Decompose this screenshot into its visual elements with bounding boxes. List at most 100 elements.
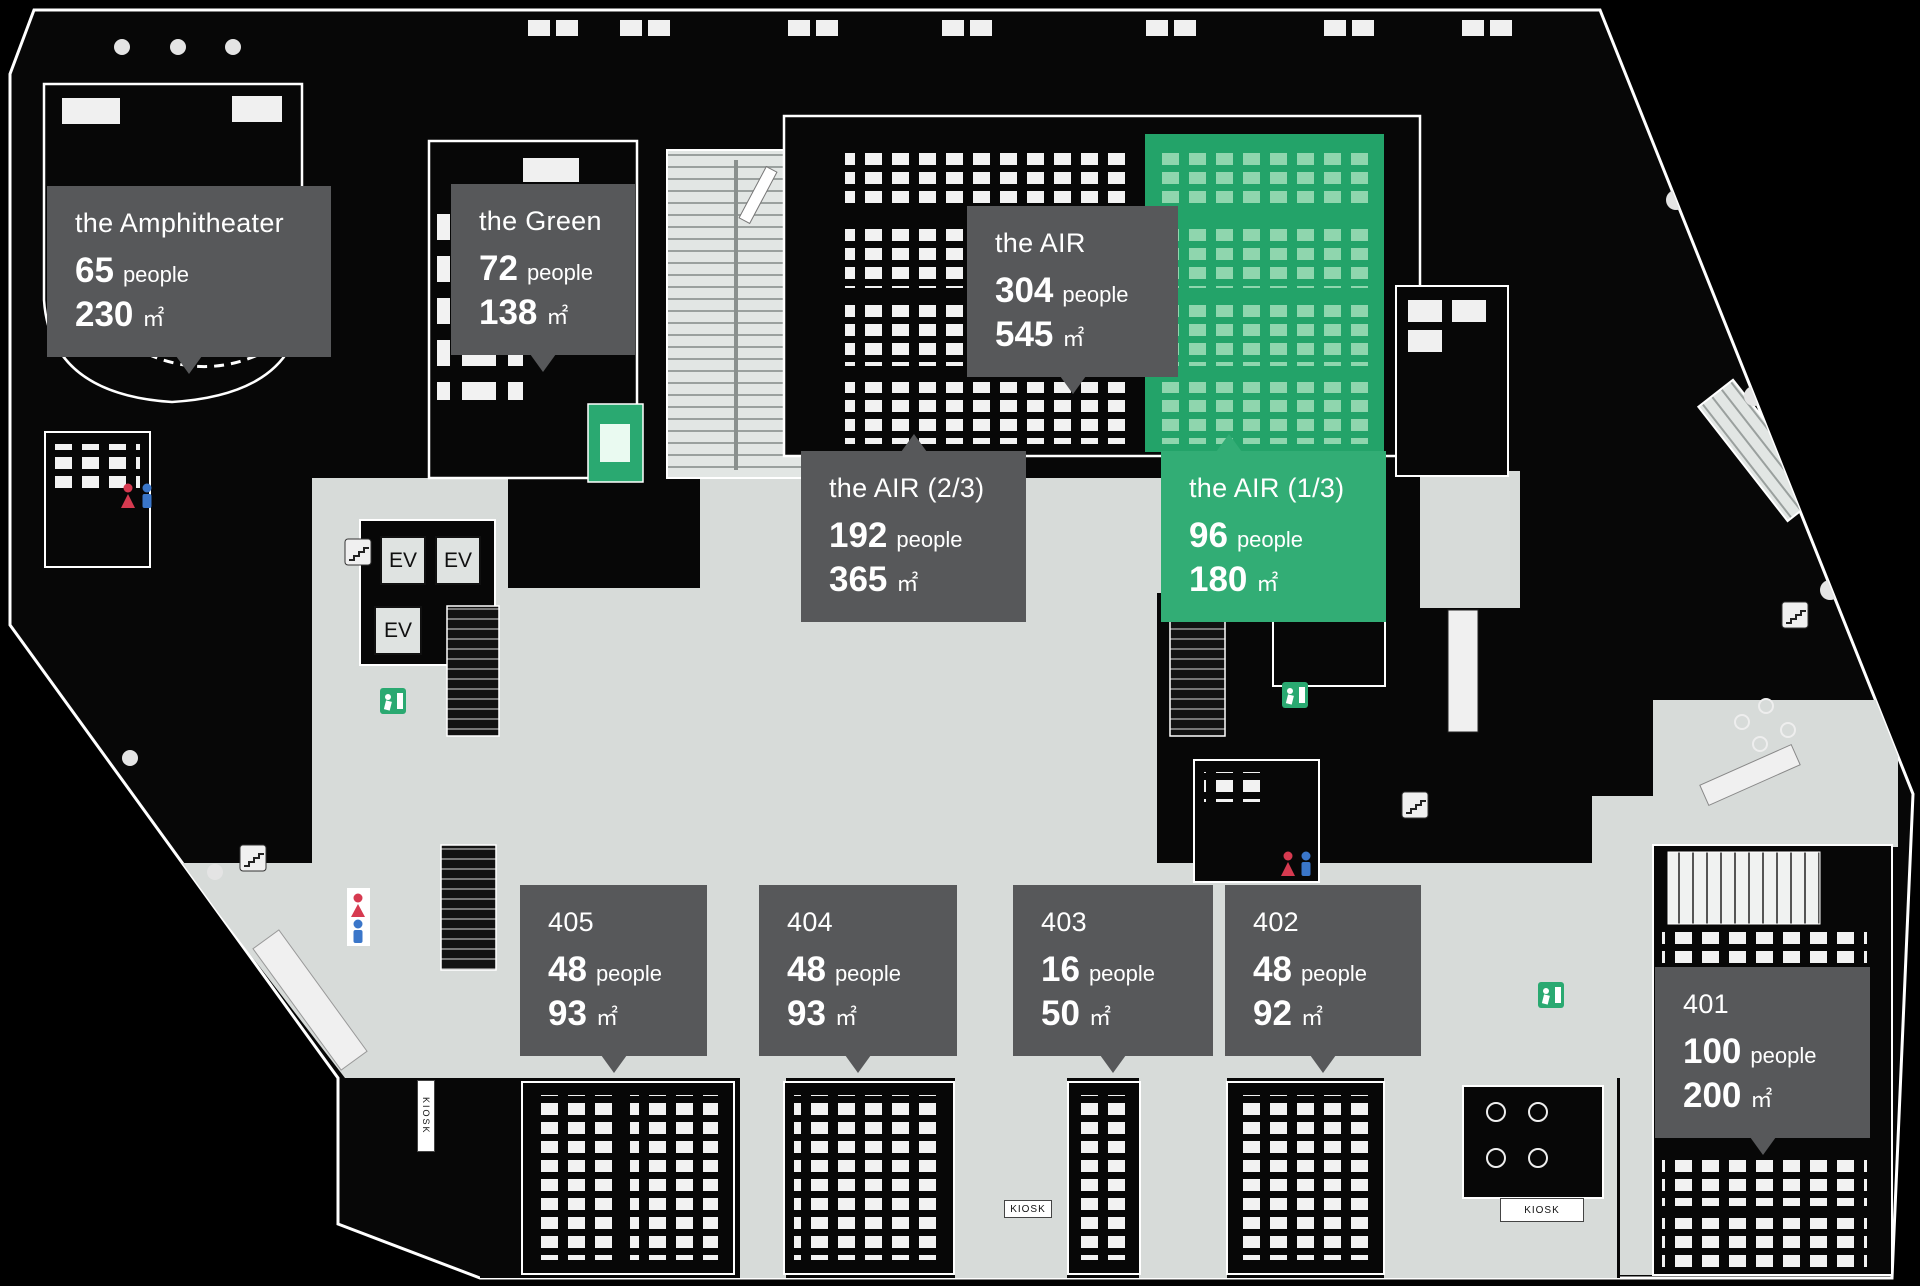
restrooms-center (1193, 759, 1320, 883)
capacity-unit: people (595, 961, 663, 986)
room-capacity: 304 (995, 271, 1054, 310)
area-unit: ㎡ (1062, 326, 1085, 351)
room-area: 180 (1189, 560, 1248, 599)
room-capacity: 65 (75, 251, 114, 290)
elevator-label: EV (380, 536, 426, 585)
room-capacity: 96 (1189, 516, 1228, 555)
restroom-niche (347, 888, 370, 946)
room-area: 365 (829, 560, 888, 599)
escalator-icon (1781, 601, 1809, 629)
room-name: the AIR (995, 228, 1086, 258)
capacity-unit: people (1300, 961, 1368, 986)
restroom-women-icon (1283, 851, 1293, 861)
room-capacity: 48 (1253, 950, 1292, 989)
room-area: 93 (787, 994, 826, 1033)
exit-icon (1538, 982, 1564, 1008)
room-capacity: 100 (1683, 1032, 1742, 1071)
room-name: 401 (1683, 989, 1729, 1019)
exit-icon (380, 688, 406, 714)
room-area: 138 (479, 293, 538, 332)
label-pointer (845, 1055, 871, 1073)
label-pointer (1749, 1137, 1776, 1155)
room-name: 402 (1253, 907, 1299, 937)
room-label-405[interactable]: 405 48 people 93 ㎡ (520, 885, 707, 1073)
room-405-shape[interactable] (521, 1081, 735, 1275)
restroom-men-icon (142, 483, 152, 493)
restroom-men-icon (353, 919, 363, 929)
entrance-ramp (252, 929, 368, 1071)
elevator-label: EV (435, 536, 481, 585)
room-area: 92 (1253, 994, 1292, 1033)
room-capacity: 192 (829, 516, 888, 555)
capacity-unit: people (1088, 961, 1156, 986)
area-unit: ㎡ (1300, 1005, 1323, 1030)
capacity-unit: people (1236, 527, 1304, 552)
label-pointer (900, 434, 927, 452)
exit-icon (1282, 682, 1308, 708)
room-402-shape[interactable] (1226, 1081, 1385, 1275)
capacity-unit: people (526, 260, 594, 285)
restroom-block-left (44, 431, 152, 568)
room-capacity: 72 (479, 249, 518, 288)
escalator-icon (344, 538, 372, 566)
kiosk-label: KIOSK (1004, 1200, 1052, 1218)
capacity-unit: people (896, 527, 963, 552)
room-403-shape[interactable] (1067, 1081, 1141, 1275)
room-name: the AIR (2/3) (829, 473, 985, 503)
label-pointer (1310, 1055, 1336, 1073)
service-rooms-right (1395, 285, 1509, 477)
room-label-404[interactable]: 404 48 people 93 ㎡ (759, 885, 957, 1073)
area-unit: ㎡ (1088, 1005, 1111, 1030)
room-name: 405 (548, 907, 594, 937)
label-pointer (600, 1055, 627, 1073)
lounge-tables (1462, 1085, 1604, 1199)
label-pointer (1100, 1055, 1126, 1073)
kiosk-label: KIOSK (417, 1080, 435, 1152)
fixtures-top (528, 20, 1512, 36)
area-unit: ㎡ (142, 306, 165, 331)
room-area: 50 (1041, 994, 1080, 1033)
room-area: 200 (1683, 1076, 1742, 1115)
area-unit: ㎡ (896, 571, 919, 596)
capacity-unit: people (834, 961, 902, 986)
room-label-air[interactable]: the AIR 304 people 545 ㎡ (967, 206, 1178, 394)
staircase-central (666, 149, 806, 479)
capacity-unit: people (1062, 282, 1129, 307)
room-name: the Amphitheater (75, 208, 284, 238)
room-name: the AIR (1/3) (1189, 473, 1345, 503)
partition-screen (1447, 609, 1479, 733)
elevator-label: EV (374, 606, 422, 655)
label-pointer (530, 354, 556, 372)
restroom-women-icon (123, 483, 133, 493)
restroom-men-icon (1301, 851, 1311, 861)
escalator-icon (1401, 791, 1429, 819)
room-label-402[interactable]: 402 48 people 92 ㎡ (1225, 885, 1421, 1073)
escalator-icon (239, 844, 267, 872)
air-1-3-seating (1156, 148, 1374, 444)
label-pointer (176, 356, 202, 374)
room-capacity: 48 (787, 950, 826, 989)
room-area: 93 (548, 994, 587, 1033)
area-unit: ㎡ (834, 1005, 857, 1030)
room-capacity: 16 (1041, 950, 1080, 989)
kiosk-label: KIOSK (1500, 1198, 1584, 1222)
capacity-unit: people (1750, 1043, 1817, 1068)
capacity-unit: people (122, 262, 190, 287)
room-404-shape[interactable] (783, 1081, 955, 1275)
room-name: the Green (479, 206, 602, 236)
stairwells (440, 605, 1226, 971)
label-pointer (1215, 434, 1242, 452)
area-unit: ㎡ (595, 1005, 618, 1030)
room-area: 545 (995, 315, 1054, 354)
room-label-air-2-3[interactable]: the AIR (2/3) 192 people 365 ㎡ (801, 434, 1026, 622)
restroom-women-icon (353, 893, 363, 903)
room-name: 404 (787, 907, 833, 937)
room-capacity: 48 (548, 950, 587, 989)
air-1-3-highlight[interactable] (1145, 134, 1384, 452)
